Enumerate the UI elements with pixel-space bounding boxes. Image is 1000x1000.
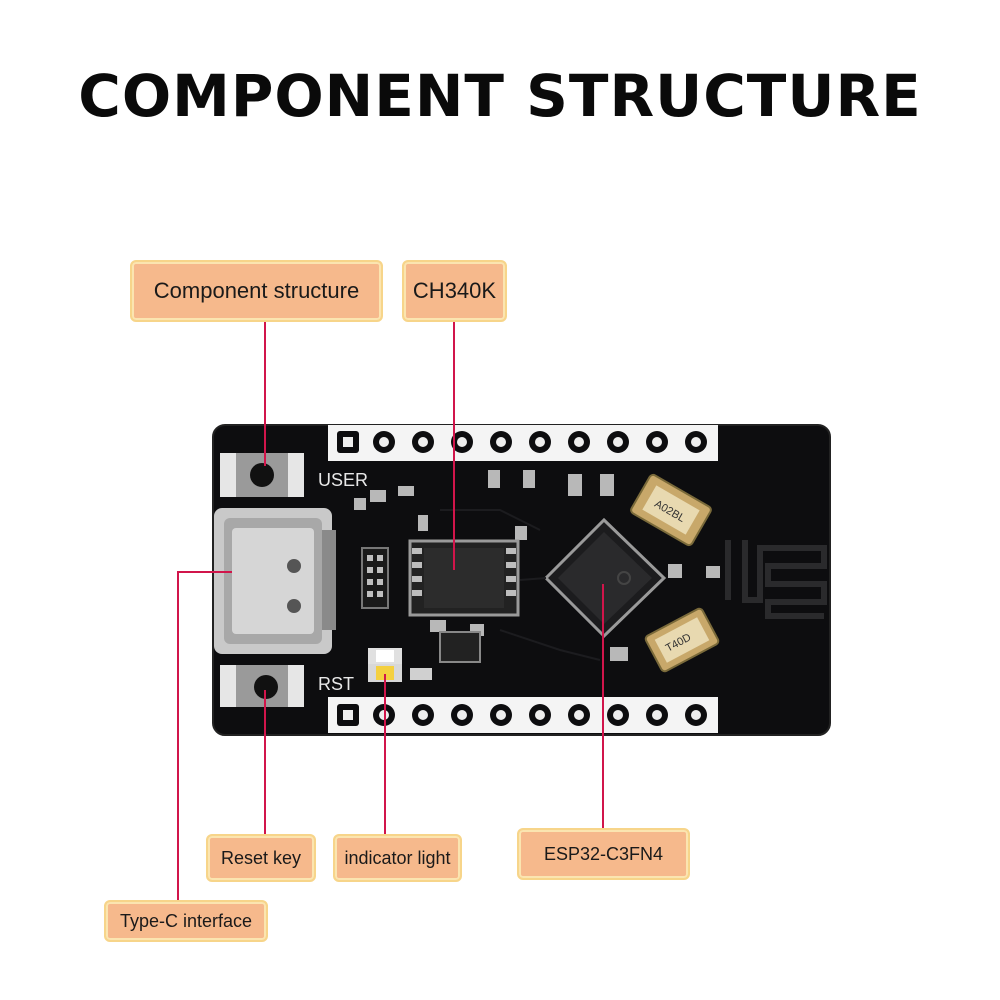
label-type-c-interface: Type-C interface (104, 900, 268, 942)
label-component-structure: Component structure (130, 260, 383, 322)
label-indicator-light: indicator light (333, 834, 462, 882)
page-title: COMPONENT STRUCTURE (78, 62, 922, 130)
ch340k-chip (408, 539, 520, 617)
usb-type-c-connector (214, 508, 336, 654)
user-button (220, 453, 304, 497)
label-esp32-c3fn4: ESP32-C3FN4 (517, 828, 690, 880)
indicator-led (368, 648, 432, 682)
smd-passives (354, 470, 720, 661)
label-reset-key: Reset key (206, 834, 316, 882)
small-ic (439, 631, 481, 663)
smd-resistor-array (361, 547, 389, 609)
leader-type-c (177, 571, 232, 904)
top-pins (337, 431, 707, 453)
user-silkscreen: USER (318, 470, 368, 490)
pcb-traces (440, 509, 601, 661)
label-ch340k: CH340K (402, 260, 507, 322)
pcb-antenna (725, 540, 827, 619)
bottom-pins (337, 704, 707, 726)
crystal-top (630, 473, 712, 547)
crystal-bottom (644, 607, 720, 673)
leader-lines (177, 322, 604, 904)
reset-button (220, 665, 304, 707)
rst-silkscreen: RST (318, 674, 354, 694)
